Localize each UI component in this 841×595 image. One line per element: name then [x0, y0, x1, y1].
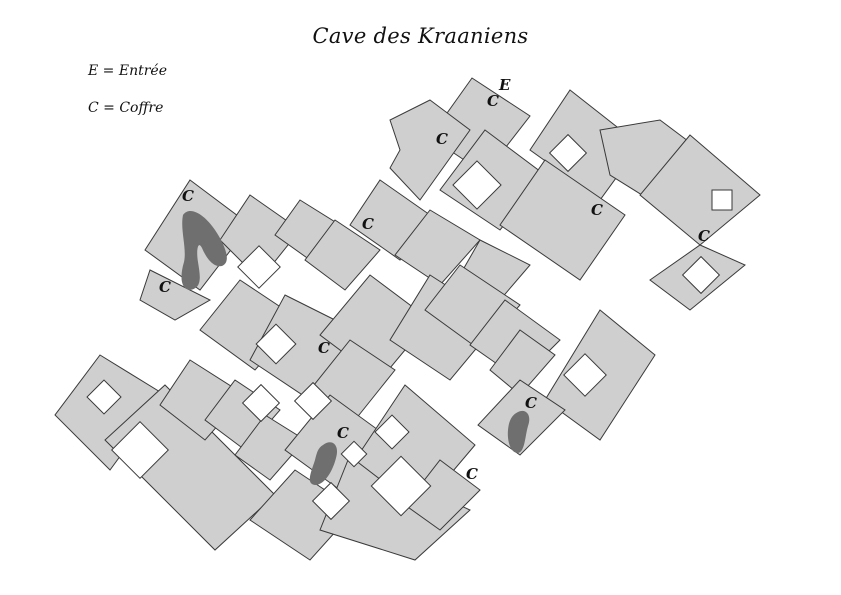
legend-chest: C = Coffre: [88, 100, 164, 116]
cave-room: [234, 414, 306, 481]
cave-pillar: [452, 160, 502, 210]
cave-pillar: [340, 440, 368, 468]
cave-pillar: [311, 481, 351, 521]
cave-pillar: [111, 421, 169, 479]
cave-pillar: [255, 323, 297, 365]
cave-pillar: [681, 255, 721, 295]
cave-room: [499, 159, 626, 281]
chest-marker: C: [436, 130, 448, 148]
chest-marker: C: [182, 187, 194, 205]
legend-entrance: E = Entrée: [88, 63, 167, 79]
water-pool: [507, 410, 530, 453]
cave-pillar: [370, 455, 432, 517]
chest-marker: C: [487, 92, 499, 110]
chest-marker: C: [591, 201, 603, 219]
chest-marker: C: [159, 278, 171, 296]
cave-room: [389, 99, 471, 201]
cave-pillar: [241, 383, 281, 423]
cave-room: [104, 384, 276, 551]
chest-marker: C: [318, 339, 330, 357]
chest-marker: C: [466, 465, 478, 483]
map-title: Cave des Kraaniens: [312, 24, 529, 48]
entrance-marker: E: [498, 76, 511, 94]
cave-pillar: [237, 245, 281, 289]
cave-pillar: [548, 133, 588, 173]
cave-pillars: [86, 133, 733, 521]
cave-pillar: [711, 189, 733, 211]
chest-marker: C: [525, 394, 537, 412]
cave-pillar: [86, 379, 122, 415]
cave-room: [304, 219, 381, 291]
cave-pillar: [563, 353, 607, 397]
water-pool: [309, 442, 338, 485]
map-markers: E C C C C C C C C C C C C: [159, 76, 710, 483]
cave-room: [159, 359, 246, 441]
cave-pillar: [293, 381, 333, 421]
chest-marker: C: [362, 215, 374, 233]
cave-room: [54, 354, 166, 471]
chest-marker: C: [698, 227, 710, 245]
water-pool: [181, 210, 227, 290]
chest-marker: C: [337, 424, 349, 442]
cave-pillar: [374, 414, 410, 450]
water-pools: [181, 210, 530, 485]
